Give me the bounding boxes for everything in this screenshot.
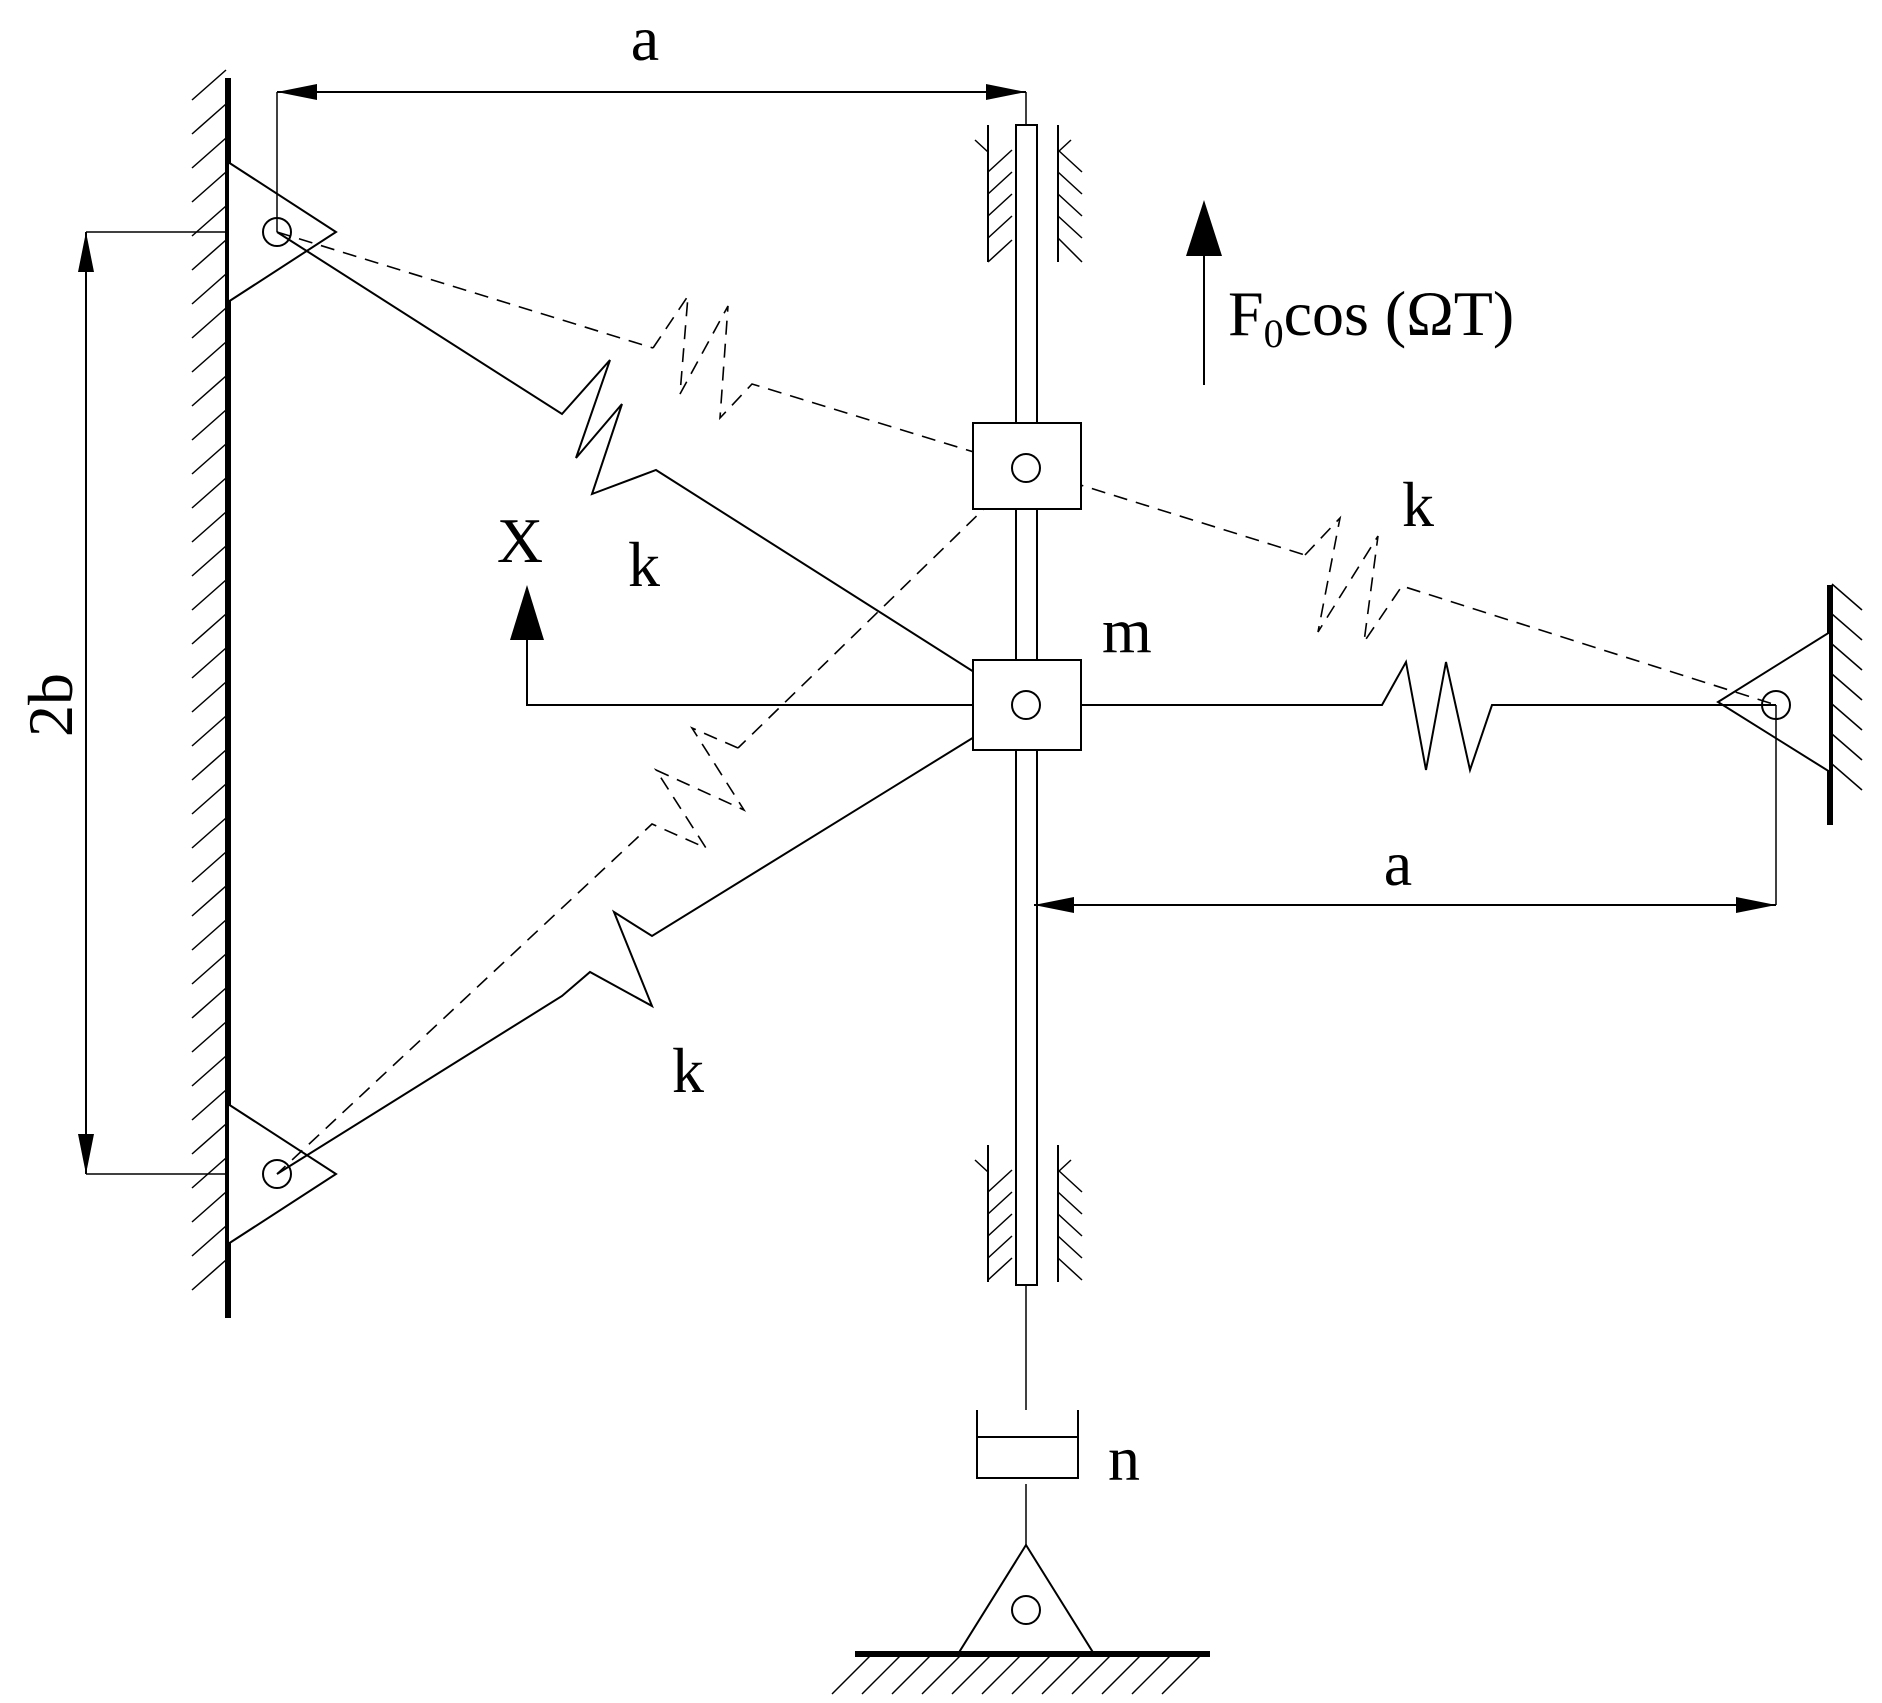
hatch-line	[191, 273, 227, 305]
hatch-line	[191, 613, 227, 645]
hatch-line	[1011, 1655, 1051, 1695]
spring-upper-left	[276, 231, 1027, 706]
guide-rod	[1015, 124, 1038, 1545]
mass-label: m	[1102, 595, 1152, 666]
dimension-2b-label: 2b	[15, 673, 86, 737]
hatch-line	[191, 919, 227, 951]
hatch-line	[191, 375, 227, 407]
hatch-line	[1831, 703, 1863, 731]
force-label: F0cos (ΩT)	[1228, 278, 1514, 356]
dimension-a-top	[276, 84, 1027, 232]
hatch-line	[1131, 1655, 1171, 1695]
right-wall-hatching	[1831, 583, 1863, 791]
spring-k-upper-left-label: k	[628, 529, 660, 600]
right-pivot	[1716, 630, 1831, 774]
hatch-line	[951, 1655, 991, 1695]
hatch-line	[191, 137, 227, 169]
damper	[976, 1410, 1079, 1479]
upper-bearing	[974, 125, 1083, 263]
hatch-line	[191, 885, 227, 917]
lower-left-pivot	[227, 1102, 338, 1246]
hatch-line	[191, 681, 227, 713]
upper-left-pivot	[227, 160, 338, 304]
hatch-line	[191, 749, 227, 781]
hatch-line	[861, 1655, 901, 1695]
hatch-line	[191, 477, 227, 509]
hatch-line	[191, 953, 227, 985]
dimension-a-right	[1034, 705, 1777, 913]
coordinate-x-label: X	[497, 505, 543, 576]
hatch-line	[191, 1055, 227, 1087]
hatch-line	[1831, 583, 1863, 611]
hatch-line	[921, 1655, 961, 1695]
hatch-line	[191, 987, 227, 1019]
left-wall	[191, 69, 231, 1318]
ground-hatching	[831, 1655, 1201, 1695]
hatch-line	[1831, 763, 1863, 791]
left-wall-hatching	[191, 69, 227, 1291]
hatch-line	[191, 1225, 227, 1257]
hatch-line	[191, 579, 227, 611]
hatch-line	[191, 409, 227, 441]
hatch-line	[191, 1089, 227, 1121]
hatch-line	[191, 443, 227, 475]
force-subscript: 0	[1264, 311, 1284, 356]
hatch-line	[1831, 643, 1863, 671]
hatch-line	[891, 1655, 931, 1695]
dimension-a-top-label: a	[631, 3, 659, 74]
hatch-line	[191, 1123, 227, 1155]
hatch-line	[191, 783, 227, 815]
ground-pivot	[831, 1543, 1210, 1695]
right-wall	[1827, 583, 1863, 825]
hatch-line	[191, 647, 227, 679]
hatch-line	[191, 511, 227, 543]
damper-n-label: n	[1108, 1423, 1140, 1494]
hatch-line	[831, 1655, 871, 1695]
force-arrow	[1186, 200, 1222, 385]
spring-right	[1026, 659, 1776, 774]
hatch-line	[1831, 733, 1863, 761]
dimension-2b	[78, 231, 228, 1175]
hatch-line	[191, 239, 227, 271]
coordinate-x-arrow	[510, 585, 973, 706]
hatch-line	[191, 1021, 227, 1053]
mass-block	[972, 659, 1082, 751]
hatch-line	[191, 69, 227, 101]
lower-bearing	[974, 1145, 1083, 1282]
hatch-line	[1101, 1655, 1141, 1695]
hatch-line	[191, 103, 227, 135]
dimension-a-right-label: a	[1384, 828, 1412, 899]
spring-k-right-label: k	[1402, 469, 1434, 540]
hatch-line	[191, 715, 227, 747]
hatch-line	[1831, 673, 1863, 701]
hatch-line	[191, 817, 227, 849]
force-symbol: F	[1228, 278, 1264, 349]
hatch-line	[191, 205, 227, 237]
hatch-line	[191, 1259, 227, 1291]
hatch-line	[191, 1191, 227, 1223]
hatch-line	[1831, 613, 1863, 641]
hatch-line	[191, 307, 227, 339]
force-expression: cos (ΩT)	[1284, 278, 1515, 349]
hatch-line	[1041, 1655, 1081, 1695]
hatch-line	[191, 545, 227, 577]
hatch-line	[981, 1655, 1021, 1695]
spring-k-lower-left-label: k	[672, 1035, 704, 1106]
hatch-line	[191, 171, 227, 203]
spring-lower-left	[276, 704, 1027, 1175]
hatch-line	[191, 1157, 227, 1189]
hatch-line	[191, 341, 227, 373]
hatch-line	[1161, 1655, 1201, 1695]
displaced-configuration	[276, 231, 1777, 1175]
hatch-line	[191, 851, 227, 883]
hatch-line	[1071, 1655, 1111, 1695]
